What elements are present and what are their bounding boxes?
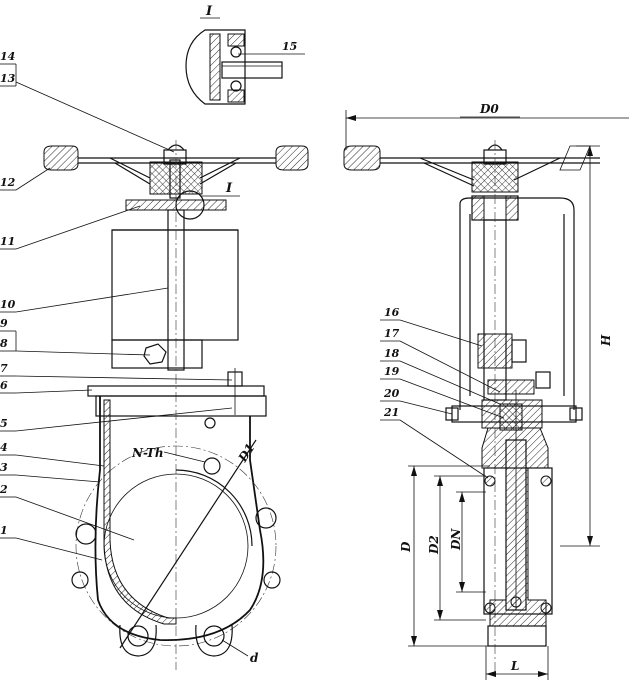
gate-blade — [103, 399, 177, 625]
diameter-label-d1: D1 — [235, 441, 257, 465]
part-number-2: 2 — [0, 483, 8, 496]
right-view: D0 — [343, 102, 629, 680]
handwheel-rim-left — [43, 145, 79, 171]
dim-height-h: H — [599, 334, 613, 347]
dim-face-to-face-l: L — [510, 659, 519, 673]
part-number-18: 18 — [384, 347, 400, 360]
valve-body-side — [481, 427, 549, 627]
left-view: D1 N-Th d I 14 13 12 11 10 9 8 — [0, 50, 309, 670]
detail-title: I — [205, 4, 213, 19]
part-number-1: 1 — [0, 524, 8, 537]
part-number-8: 8 — [0, 337, 8, 350]
part-number-5: 5 — [0, 417, 8, 430]
part-number-7: 7 — [0, 362, 8, 375]
thread-label: N-Th — [131, 446, 164, 460]
part-number-21: 21 — [383, 406, 399, 419]
part-number-19: 19 — [384, 365, 400, 378]
valve-body — [94, 396, 265, 641]
part-number-16: 16 — [384, 306, 400, 319]
part-number-13: 13 — [0, 72, 16, 85]
part-number-leaders-right: 16 17 18 19 20 21 — [380, 306, 505, 479]
dim-handwheel-d0: D0 — [479, 102, 499, 116]
dim-bolt-circle-d2: D2 — [427, 535, 441, 555]
stem-nut — [477, 333, 513, 369]
part-number-12: 12 — [0, 176, 16, 189]
part-number-11: 11 — [0, 235, 15, 248]
part-number-9: 9 — [0, 317, 8, 330]
part-number-20: 20 — [383, 387, 400, 400]
detail-callout-i: I — [225, 181, 233, 196]
dim-nominal-dn: DN — [449, 528, 463, 551]
handwheel-rim-right — [275, 145, 309, 171]
handwheel-rim-side — [343, 145, 381, 171]
dim-flange-outer-d: D — [399, 541, 413, 553]
detail-part-number-15: 15 — [282, 40, 297, 53]
part-number-3: 3 — [0, 461, 8, 474]
hole-label-d: d — [250, 651, 259, 665]
part-number-leaders-left: 14 13 12 11 10 9 8 7 6 — [0, 50, 233, 561]
part-number-14: 14 — [0, 50, 15, 63]
detail-view-i: I 15 — [185, 4, 305, 105]
part-number-17: 17 — [384, 327, 400, 340]
part-number-6: 6 — [0, 379, 8, 392]
part-number-10: 10 — [0, 298, 16, 311]
part-number-4: 4 — [0, 441, 8, 454]
yoke-frame — [111, 229, 239, 341]
